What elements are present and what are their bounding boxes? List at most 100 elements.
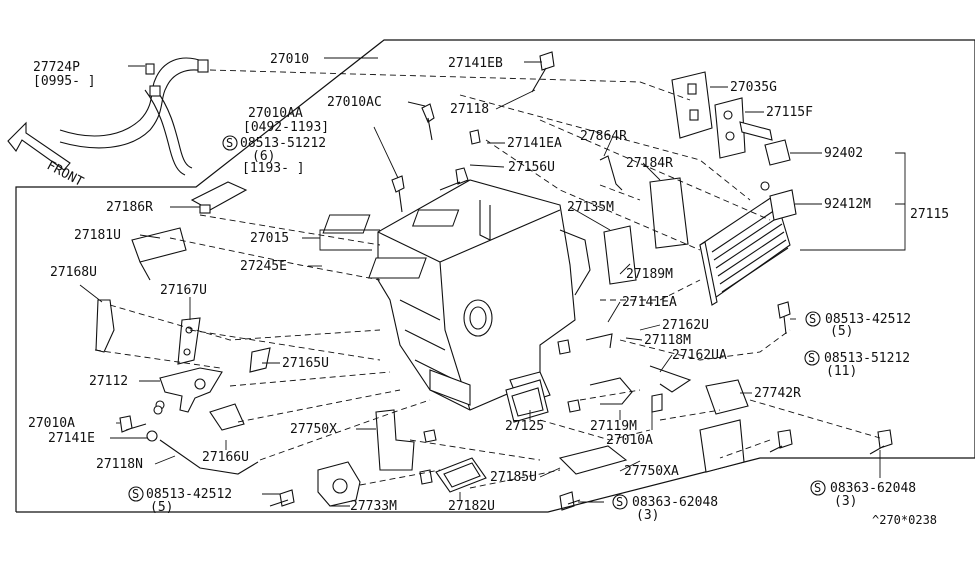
link-27165u [249, 347, 271, 373]
callout-27182u: 27182U [448, 499, 495, 514]
callout-08513-51212-right: 08513-51212 [824, 351, 910, 366]
callout-27165u: 27165U [282, 356, 329, 371]
callout-08513-51212-top-range: [1193- ] [242, 161, 305, 176]
callout-27864r: 27864R [580, 129, 627, 144]
callout-08363-62048-mid-qty: (3) [636, 508, 659, 523]
plate-27189m [603, 225, 637, 285]
callout-labels: 27724P [0995- ] 27010 27141EB 27035G 271… [28, 52, 949, 523]
callout-27141ea-top: 27141EA [507, 136, 562, 151]
callout-27125: 27125 [505, 419, 544, 434]
front-label: FRONT [44, 158, 86, 190]
callout-27141ea-mid: 27141EA [622, 295, 677, 310]
callout-27010aa: 27010AA [248, 106, 303, 121]
link-27166u [209, 403, 245, 431]
callout-27135m: 27135M [567, 200, 614, 215]
rod-27118n [146, 430, 259, 475]
callout-08513-51212-top: 08513-51212 [240, 136, 326, 151]
callout-27118: 27118 [450, 102, 489, 117]
callout-27168u: 27168U [50, 265, 97, 280]
lever-27112 [155, 367, 223, 413]
callout-27010ac: 27010AC [327, 95, 382, 110]
pipe-clamp-92402 [739, 121, 791, 166]
heater-core-27115 [699, 194, 791, 306]
actuator-27742r [705, 379, 749, 415]
callout-27156u: 27156U [508, 160, 555, 175]
callout-08363-62048-right: 08363-62048 [830, 481, 916, 496]
callout-27141e: 27141E [48, 431, 95, 446]
callout-27119m: 27119M [590, 419, 637, 434]
callout-27185u: 27185U [490, 470, 537, 485]
callout-08513-42512-bottom: 08513-42512 [146, 487, 232, 502]
callout-27118n: 27118N [96, 457, 143, 472]
pipe-clamp-92412m [760, 181, 797, 221]
diagram-code: ^270*0238 [872, 513, 937, 527]
callout-27118m: 27118M [644, 333, 691, 348]
callout-27750x: 27750X [290, 422, 337, 437]
lever-27162ua [649, 365, 692, 393]
callout-27733m: 27733M [350, 499, 397, 514]
callout-27245e: 27245E [240, 259, 287, 274]
callout-27724p-range: [0995- ] [33, 74, 96, 89]
svg-text:S: S [808, 351, 815, 365]
callout-08363-62048-mid: 08363-62048 [632, 495, 718, 510]
filter-27184r [649, 177, 689, 249]
callout-08513-42512-right: 08513-42512 [825, 312, 911, 327]
callout-27189m: 27189M [626, 267, 673, 282]
svg-text:S: S [226, 136, 233, 150]
heater-case-27015 [322, 179, 591, 411]
callout-27184r: 27184R [626, 156, 673, 171]
callout-27015: 27015 [250, 231, 289, 246]
leader-lines [79, 57, 906, 507]
lever-27167u [177, 317, 201, 365]
callout-27742r: 27742R [754, 386, 801, 401]
diagram-frame [15, 39, 975, 513]
callout-08513-42512-bottom-qty: (5) [150, 500, 173, 515]
svg-text:S: S [814, 481, 821, 495]
callout-27166u: 27166U [202, 450, 249, 465]
svg-text:S: S [809, 312, 816, 326]
callout-27162ua: 27162UA [672, 348, 727, 363]
seal-plate-27035g [671, 71, 713, 139]
bracket-27185u [558, 445, 628, 475]
callout-27141eb: 27141EB [448, 56, 503, 71]
duct-27125 [505, 379, 549, 423]
seal-plate-27115f [714, 97, 746, 159]
callout-27724p: 27724P [33, 60, 80, 75]
callout-08513-51212-top-qty: (6) [252, 149, 275, 164]
callout-27167u: 27167U [160, 283, 207, 298]
front-arrow-icon [7, 121, 71, 171]
clip-27119m [589, 377, 633, 405]
callout-27010a-left: 27010A [28, 416, 75, 431]
link-27168u [95, 299, 115, 353]
bracket-27750x [375, 409, 415, 471]
callout-27181u: 27181U [74, 228, 121, 243]
screw-icon [119, 51, 893, 511]
bracket-27181u [131, 227, 187, 281]
hose-assembly-27724p [59, 57, 209, 176]
callout-27750xa: 27750XA [624, 464, 679, 479]
callout-08513-51212-right-qty: (11) [826, 364, 857, 379]
callout-27010aa-range: [0492-1193] [243, 120, 329, 135]
actuator-27733m [317, 461, 361, 507]
svg-text:S: S [132, 487, 139, 501]
clip-27162u [585, 333, 613, 349]
screw-symbol-icon: S S S S S S [128, 135, 826, 510]
assembly-dash-lines [94, 69, 881, 489]
callout-08513-42512-right-qty: (5) [830, 324, 853, 339]
callout-27162u: 27162U [662, 318, 709, 333]
svg-text:S: S [616, 495, 623, 509]
callout-27115: 27115 [910, 207, 949, 222]
filter-27182u [435, 457, 487, 493]
callout-08363-62048-right-qty: (3) [834, 494, 857, 509]
callout-27035g: 27035G [730, 80, 777, 95]
callout-27186r: 27186R [106, 200, 153, 215]
bracket-27750xa [699, 419, 745, 473]
callout-27115f: 27115F [766, 105, 813, 120]
callout-92412m: 92412M [824, 197, 871, 212]
callout-27112: 27112 [89, 374, 128, 389]
callout-27010: 27010 [270, 52, 309, 67]
lever-27864r [599, 155, 623, 191]
callout-27010a-right: 27010A [606, 433, 653, 448]
bracket-27186r [190, 181, 248, 214]
